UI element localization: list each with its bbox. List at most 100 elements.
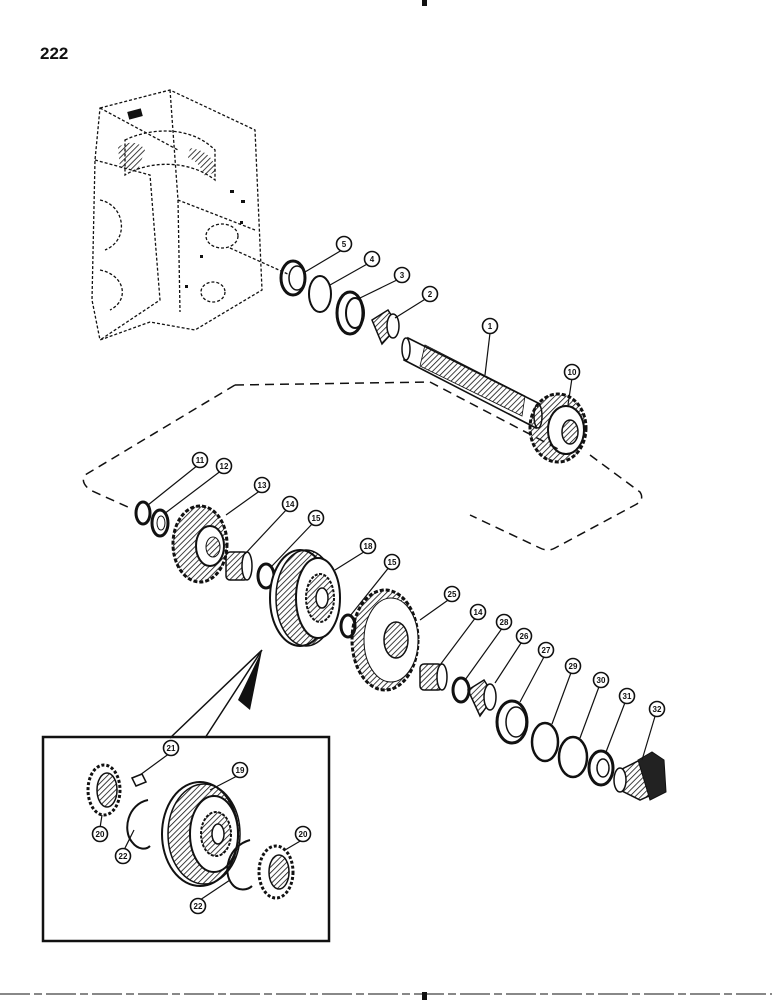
callout-27: 27 [537,641,555,659]
part-21-key [130,773,148,787]
callout-3: 3 [393,266,411,284]
callout-label: 1 [488,322,493,331]
callout-circle [563,363,581,381]
callout-14: 14 [281,495,299,513]
callout-30: 30 [592,671,610,689]
part-1-input-shaft [401,336,543,430]
callout-label: 2 [428,290,433,299]
callout-25: 25 [443,585,461,603]
callout-15: 15 [383,553,401,571]
callout-29: 29 [564,657,582,675]
callout-layer: 1234510111213141518152514282627293031322… [91,235,666,915]
callout-19: 19 [231,761,249,779]
callout-circle [191,451,209,469]
callout-18: 18 [359,537,377,555]
callout-label: 15 [312,514,321,523]
part-14-needle-bearing-second [419,663,448,691]
part-30-shim [557,735,589,779]
callout-22: 22 [189,897,207,915]
callout-circle [469,603,487,621]
callout-2: 2 [421,285,439,303]
leader-lines [99,249,657,901]
callout-11: 11 [191,451,209,469]
callout-circle [495,613,513,631]
group-outline [82,381,643,551]
callout-4: 4 [363,250,381,268]
callout-31: 31 [618,687,636,705]
callout-circle [335,235,353,253]
callout-label: 30 [597,676,606,685]
callout-label: 13 [258,481,267,490]
callout-circle [363,250,381,268]
callout-label: 20 [299,830,308,839]
callout-label: 29 [569,662,578,671]
callout-label: 21 [167,744,176,753]
callout-circle [421,285,439,303]
callout-10: 10 [563,363,581,381]
callout-5: 5 [335,235,353,253]
callout-circle [481,317,499,335]
callout-label: 19 [236,766,245,775]
callout-15: 15 [307,509,325,527]
part-11-washer [134,500,152,526]
callout-circle [515,627,533,645]
callout-22: 22 [114,847,132,865]
inset-pointer-fill [238,650,262,710]
callout-circle [307,509,325,527]
part-12-washer [150,508,170,538]
page-number: 222 [40,44,69,63]
callout-circle [294,825,312,843]
callout-32: 32 [648,700,666,718]
callout-20: 20 [91,825,109,843]
callout-14: 14 [469,603,487,621]
callout-label: 31 [623,692,632,701]
callout-26: 26 [515,627,533,645]
part-2-bearing-cone [371,308,400,346]
part-32-flange [613,751,667,801]
callout-circle [231,761,249,779]
callout-13: 13 [253,476,271,494]
top-edge-mark [422,0,427,6]
callout-circle [443,585,461,603]
part-29-shim [530,721,560,763]
callout-label: 22 [194,902,203,911]
callout-1: 1 [481,317,499,335]
callout-circle [281,495,299,513]
callout-circle [564,657,582,675]
callout-label: 5 [342,240,347,249]
callout-circle [215,457,233,475]
callout-label: 15 [388,558,397,567]
callout-label: 22 [119,852,128,861]
callout-20: 20 [294,825,312,843]
callout-label: 25 [448,590,457,599]
callout-circle [162,739,180,757]
part-14-needle-bearing [225,551,253,581]
callout-circle [537,641,555,659]
part-5-seal [279,259,307,297]
callout-label: 10 [568,368,577,377]
callout-label: 12 [220,462,229,471]
callout-circle [393,266,411,284]
part-18-synchronizer [269,549,341,647]
part-4-snap-ring [308,275,332,313]
callout-label: 14 [286,500,295,509]
part-10-gear [528,392,588,464]
callout-label: 18 [364,542,373,551]
callout-circle [114,847,132,865]
part-3-bearing-cup [335,290,365,336]
callout-circle [383,553,401,571]
inset-box [41,735,331,943]
part-20-synchro-ring-right [257,844,295,900]
callout-label: 11 [196,456,205,465]
callout-label: 32 [653,705,662,714]
part-26-bearing-cone [467,678,497,718]
callout-circle [648,700,666,718]
part-22-spring-right [226,839,253,891]
callout-circle [592,671,610,689]
callout-circle [618,687,636,705]
part-25-gear [350,588,420,692]
bottom-edge-mark [422,992,427,1000]
callout-label: 27 [542,646,551,655]
callout-12: 12 [215,457,233,475]
